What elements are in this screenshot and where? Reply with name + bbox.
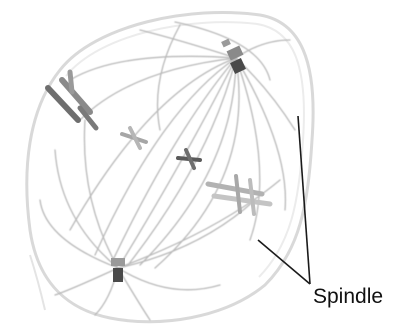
cell (27, 12, 313, 321)
spindle-label: Spindle (313, 285, 383, 308)
pole-bottom (111, 258, 125, 282)
cell-membrane (27, 12, 313, 321)
